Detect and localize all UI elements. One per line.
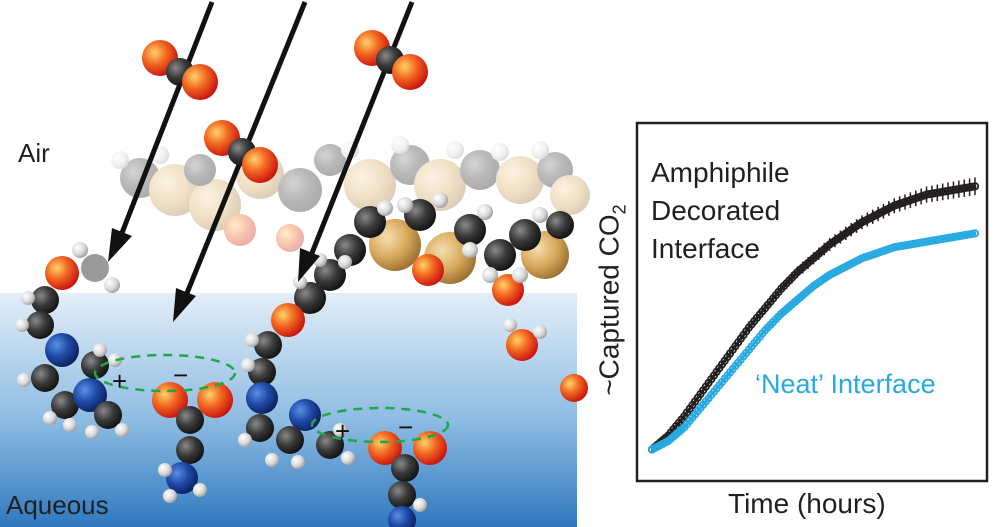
- legend-line-2: Decorated: [651, 195, 781, 226]
- plus-sign-left: +: [112, 366, 127, 396]
- anion-right: [368, 431, 447, 527]
- chart-plot-area: [635, 121, 989, 483]
- legend-line-1: Amphiphile: [651, 157, 790, 188]
- amphiphile-right: [238, 192, 574, 469]
- y-axis-label-text: ~Captured CO: [593, 214, 625, 396]
- aqueous-label: Aqueous: [6, 490, 109, 520]
- co2-molecule-1: [142, 40, 218, 100]
- ion-pair-ring-left: [93, 353, 237, 393]
- minus-sign-left: −: [173, 360, 188, 390]
- y-axis-label: ~Captured CO2: [594, 204, 631, 395]
- anion-left: [152, 382, 233, 503]
- co2-molecule-2: [204, 120, 278, 183]
- chart-marks: [647, 177, 980, 454]
- x-axis-label: Time (hours): [728, 488, 886, 519]
- air-label: Air: [18, 138, 50, 168]
- water-molecule: [503, 318, 588, 402]
- legend-neat-interface: ‘Neat’ Interface: [755, 369, 936, 399]
- amphiphile-left: [15, 242, 129, 439]
- legend-line-3: Interface: [651, 233, 760, 264]
- co2-molecule-3: [354, 30, 428, 90]
- minus-sign-right: −: [398, 412, 413, 442]
- data-point: [970, 229, 980, 238]
- ion-pair-ring-right: [310, 406, 450, 444]
- plus-sign-right: +: [335, 416, 350, 446]
- y-axis-label-subscript: 2: [609, 204, 630, 215]
- legend-amphiphile-decorated: Amphiphile Decorated Interface: [651, 154, 851, 268]
